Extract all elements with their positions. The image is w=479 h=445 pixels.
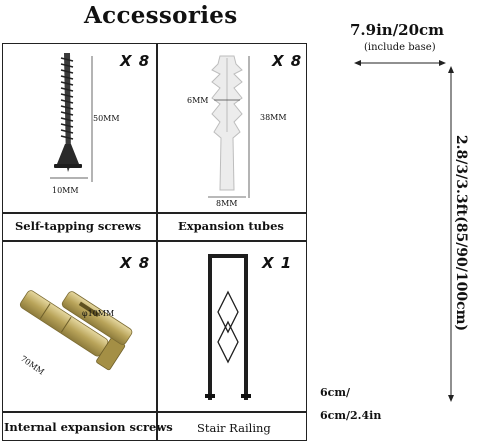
quantity-railing: X 1 bbox=[262, 254, 293, 272]
width-note: (include base) bbox=[364, 42, 436, 53]
label-self-tapping-screws: Self-tapping screws bbox=[15, 219, 142, 233]
tube-length-label: 38MM bbox=[260, 113, 287, 122]
screw-length-label: 50MM bbox=[93, 114, 120, 123]
internal-screw-diameter-label: φ10MM bbox=[82, 309, 115, 318]
post-dimension-line2: 6cm/2.4in bbox=[320, 409, 382, 422]
quantity-internal-screws: X 8 bbox=[120, 254, 151, 272]
tube-length-line bbox=[248, 56, 250, 198]
stair-railing-image bbox=[205, 254, 251, 400]
self-tapping-screw-image bbox=[50, 53, 88, 179]
label-stair-railing: Stair Railing bbox=[197, 421, 271, 435]
page-title: Accessories bbox=[84, 2, 238, 29]
grid-divider-vertical bbox=[156, 44, 158, 440]
post-dimension-line1: 6cm/ bbox=[320, 386, 351, 399]
screw-width-label: 10MM bbox=[52, 186, 79, 195]
quantity-tubes: X 8 bbox=[272, 52, 303, 70]
width-dimension: 7.9in/20cm bbox=[350, 21, 445, 39]
quantity-screws: X 8 bbox=[120, 52, 151, 70]
tube-width-label: 6MM bbox=[187, 96, 209, 105]
grid-divider-h1 bbox=[3, 212, 306, 214]
tube-base-label: 8MM bbox=[216, 199, 238, 208]
screw-length-line bbox=[91, 56, 93, 182]
label-expansion-tubes: Expansion tubes bbox=[178, 219, 284, 233]
width-arrow bbox=[354, 60, 446, 66]
label-internal-expansion-screws: Internal expansion screws bbox=[4, 420, 173, 434]
accessories-grid bbox=[2, 43, 307, 441]
height-dimension: 2.8/3/3.3ft(85/90/100cm) bbox=[453, 134, 469, 332]
internal-expansion-screw-image bbox=[19, 290, 133, 371]
expansion-tube-image bbox=[208, 55, 246, 198]
height-arrow bbox=[448, 66, 454, 402]
grid-divider-h3 bbox=[3, 411, 306, 413]
grid-divider-h2 bbox=[3, 240, 306, 242]
